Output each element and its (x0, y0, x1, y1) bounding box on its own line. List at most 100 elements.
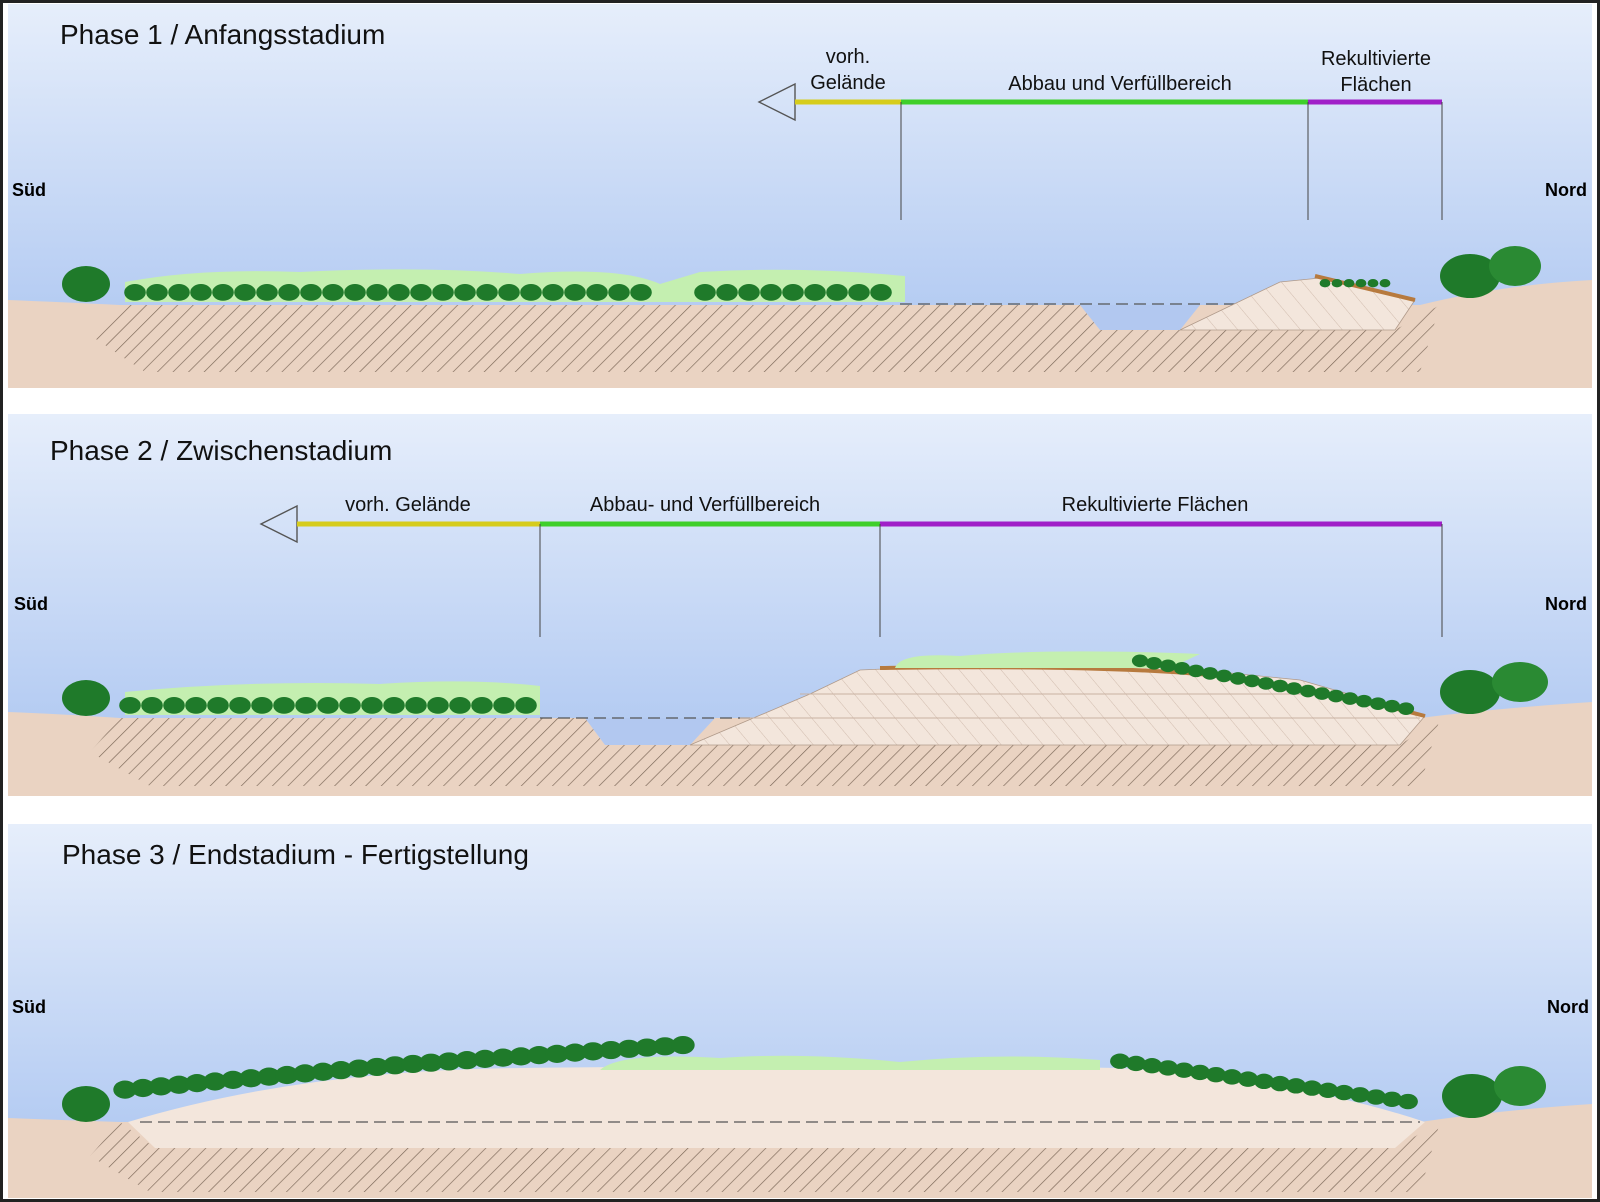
tree-crown (190, 284, 212, 301)
tree-crown (383, 697, 405, 714)
phase-2-south-label: Süd (14, 594, 48, 614)
tree-crown (278, 284, 300, 301)
tree-crown (564, 284, 586, 301)
tree-crown (427, 697, 449, 714)
tree-crown (113, 1080, 137, 1099)
tree-crown (515, 697, 537, 714)
phase-1-forest-trees (124, 279, 1391, 301)
tree-crown (1254, 1073, 1274, 1090)
tree-crown (804, 284, 826, 301)
tree-crown (826, 284, 848, 301)
tree-crown (388, 284, 410, 301)
phase-2-north-shrubs (1440, 662, 1548, 714)
tree-crown (653, 1037, 677, 1056)
tree-crown (1355, 694, 1373, 708)
tree-crown (1173, 662, 1191, 675)
tree-crown (185, 1074, 209, 1093)
tree-crown (295, 697, 317, 714)
phase-3-north-shrubs (1442, 1066, 1546, 1118)
tree-crown (491, 1048, 515, 1067)
tree-crown (185, 697, 207, 714)
tree-crown (256, 284, 278, 301)
tree-crown (545, 1044, 569, 1063)
phase-2-panel: Phase 2 / Zwischenstadium Süd Nord vorh.… (8, 414, 1592, 796)
tree-crown (251, 697, 273, 714)
tree-crown (361, 697, 383, 714)
tree-crown (212, 284, 234, 301)
tree-crown (671, 1035, 695, 1055)
tree-crown (1110, 1053, 1130, 1069)
tree-crown (1286, 1078, 1306, 1094)
tree-crown (1367, 279, 1379, 288)
tree-crown (694, 284, 716, 301)
tree-crown (1366, 1089, 1386, 1105)
tree-crown (344, 284, 366, 301)
tree-crown (234, 284, 256, 301)
tree-crown (203, 1072, 227, 1091)
tree-crown (311, 1062, 335, 1081)
phase-1-south-label: Süd (12, 180, 46, 200)
tree-crown (207, 697, 229, 714)
tree-crown (1318, 1082, 1338, 1099)
tree-crown (1398, 1093, 1418, 1110)
phase-1-zone-existing-l1: vorh. (826, 46, 870, 68)
tree-crown (168, 284, 190, 301)
phase-2-grass (895, 651, 1200, 668)
tree-crown (1369, 697, 1387, 710)
phase-2-deposit (90, 718, 1440, 786)
tree-crown (1355, 279, 1367, 288)
tree-crown (1341, 692, 1359, 705)
tree-crown (542, 284, 564, 301)
tree-crown (293, 1064, 317, 1083)
tree-crown (471, 697, 493, 714)
tree-crown (1187, 664, 1205, 678)
tree-crown (870, 284, 892, 301)
phase-3-south-label: Süd (12, 997, 46, 1017)
tree-crown (454, 284, 476, 301)
tree-crown (1131, 654, 1149, 668)
tree-crown (1331, 279, 1343, 288)
tree-crown (141, 697, 163, 714)
tree-crown (1302, 1080, 1322, 1096)
tree-crown (366, 284, 388, 301)
tree-crown (563, 1043, 587, 1062)
tree-crown (473, 1049, 497, 1068)
phase-1-deposit (90, 305, 1440, 372)
phase-1-zone-existing-l2: Gelände (810, 72, 886, 94)
tree-crown (131, 1078, 155, 1098)
phase-3-forest-trees (113, 1035, 1418, 1110)
tree-crown (1343, 279, 1355, 288)
tree-crown (146, 284, 168, 301)
tree-crown (1190, 1064, 1210, 1081)
tree-crown (1206, 1066, 1226, 1083)
phase-3-north-label: Nord (1547, 997, 1589, 1017)
tree-crown (163, 697, 185, 714)
tree-crown (437, 1052, 461, 1071)
tree-crown (119, 697, 141, 714)
phase-3-panel: Phase 3 / Endstadium - Fertigstellung Sü… (8, 824, 1592, 1198)
tree-crown (432, 284, 454, 301)
phase-2-south-shrub (62, 680, 110, 716)
phase-1-south-shrub (62, 266, 110, 302)
tree-crown (329, 1061, 353, 1080)
tree-crown (1397, 702, 1415, 715)
tree-crown (1142, 1057, 1162, 1074)
tree-crown (401, 1054, 425, 1074)
tree-crown (339, 697, 361, 714)
phase-1-panel: Phase 1 / Anfangsstadium Süd Nord vorh. … (8, 4, 1592, 388)
tree-crown (1350, 1087, 1370, 1103)
phase-1-title: Phase 1 / Anfangsstadium (60, 19, 385, 50)
tree-crown (257, 1067, 281, 1086)
tree-crown (1243, 674, 1261, 688)
tree-crown (1319, 279, 1331, 288)
tree-crown (455, 1051, 479, 1070)
phase-1-zone-recultivated-l2: Flächen (1340, 74, 1411, 96)
tree-crown (599, 1040, 623, 1060)
tree-crown (273, 697, 295, 714)
tree-crown (848, 284, 870, 301)
phase-2-title: Phase 2 / Zwischenstadium (50, 435, 392, 466)
tree-crown (1126, 1055, 1146, 1072)
